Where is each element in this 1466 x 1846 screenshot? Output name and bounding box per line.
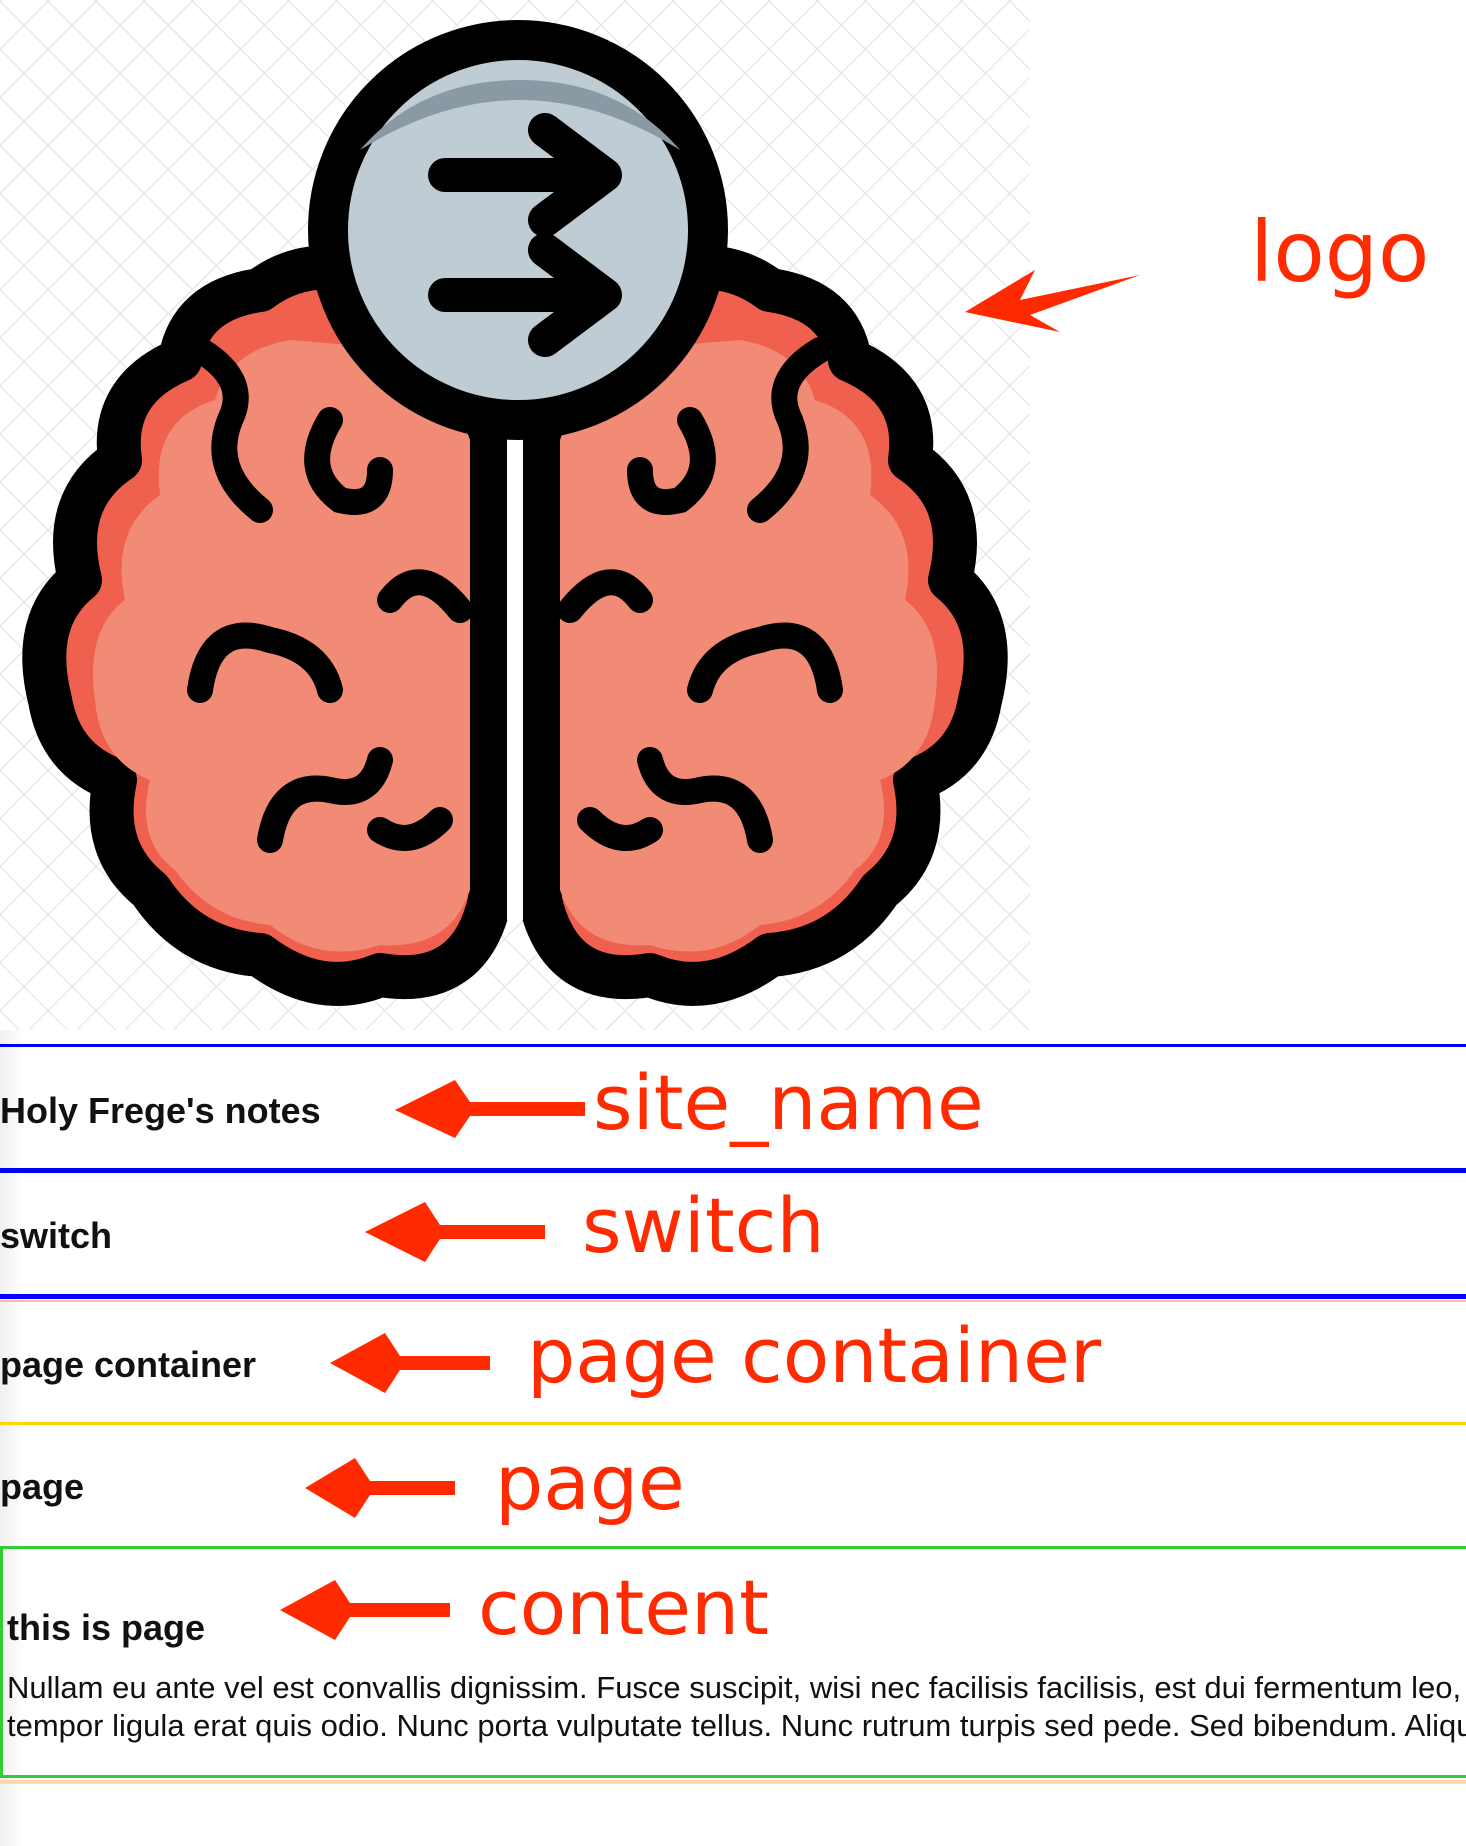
switch-label[interactable]: switch bbox=[0, 1215, 113, 1256]
content-heading: this is page bbox=[7, 1607, 206, 1648]
annotation-logo: logo bbox=[1250, 203, 1430, 301]
brain-forward-icon bbox=[0, 0, 1030, 1030]
site-name-top-border bbox=[0, 1044, 1466, 1047]
page-container-top-border bbox=[0, 1294, 1466, 1299]
annotation-page: page bbox=[495, 1438, 685, 1527]
page-container-inner-border bbox=[0, 1300, 1466, 1302]
arrow-icon bbox=[280, 1580, 450, 1640]
site-name[interactable]: Holy Frege's notes bbox=[0, 1090, 321, 1131]
logo[interactable] bbox=[0, 0, 1030, 1030]
content-box: this is page Nullam eu ante vel est conv… bbox=[0, 1546, 1466, 1778]
arrow-icon bbox=[330, 1333, 490, 1393]
arrow-icon bbox=[305, 1458, 455, 1518]
annotation-page-container: page container bbox=[527, 1311, 1102, 1400]
page-label[interactable]: page bbox=[0, 1466, 85, 1507]
page-container-bottom-border bbox=[0, 1780, 1466, 1784]
arrow-icon bbox=[365, 1202, 545, 1262]
content-body: Nullam eu ante vel est convallis digniss… bbox=[7, 1670, 1466, 1743]
page-top-border bbox=[0, 1422, 1466, 1425]
annotation-content: content bbox=[478, 1563, 769, 1652]
arrow-icon bbox=[965, 270, 1140, 332]
annotation-switch: switch bbox=[582, 1181, 825, 1270]
switch-top-border bbox=[0, 1168, 1466, 1173]
page-container-label[interactable]: page container bbox=[0, 1344, 257, 1385]
arrow-icon bbox=[395, 1080, 585, 1138]
annotation-site-name: site_name bbox=[593, 1058, 984, 1147]
